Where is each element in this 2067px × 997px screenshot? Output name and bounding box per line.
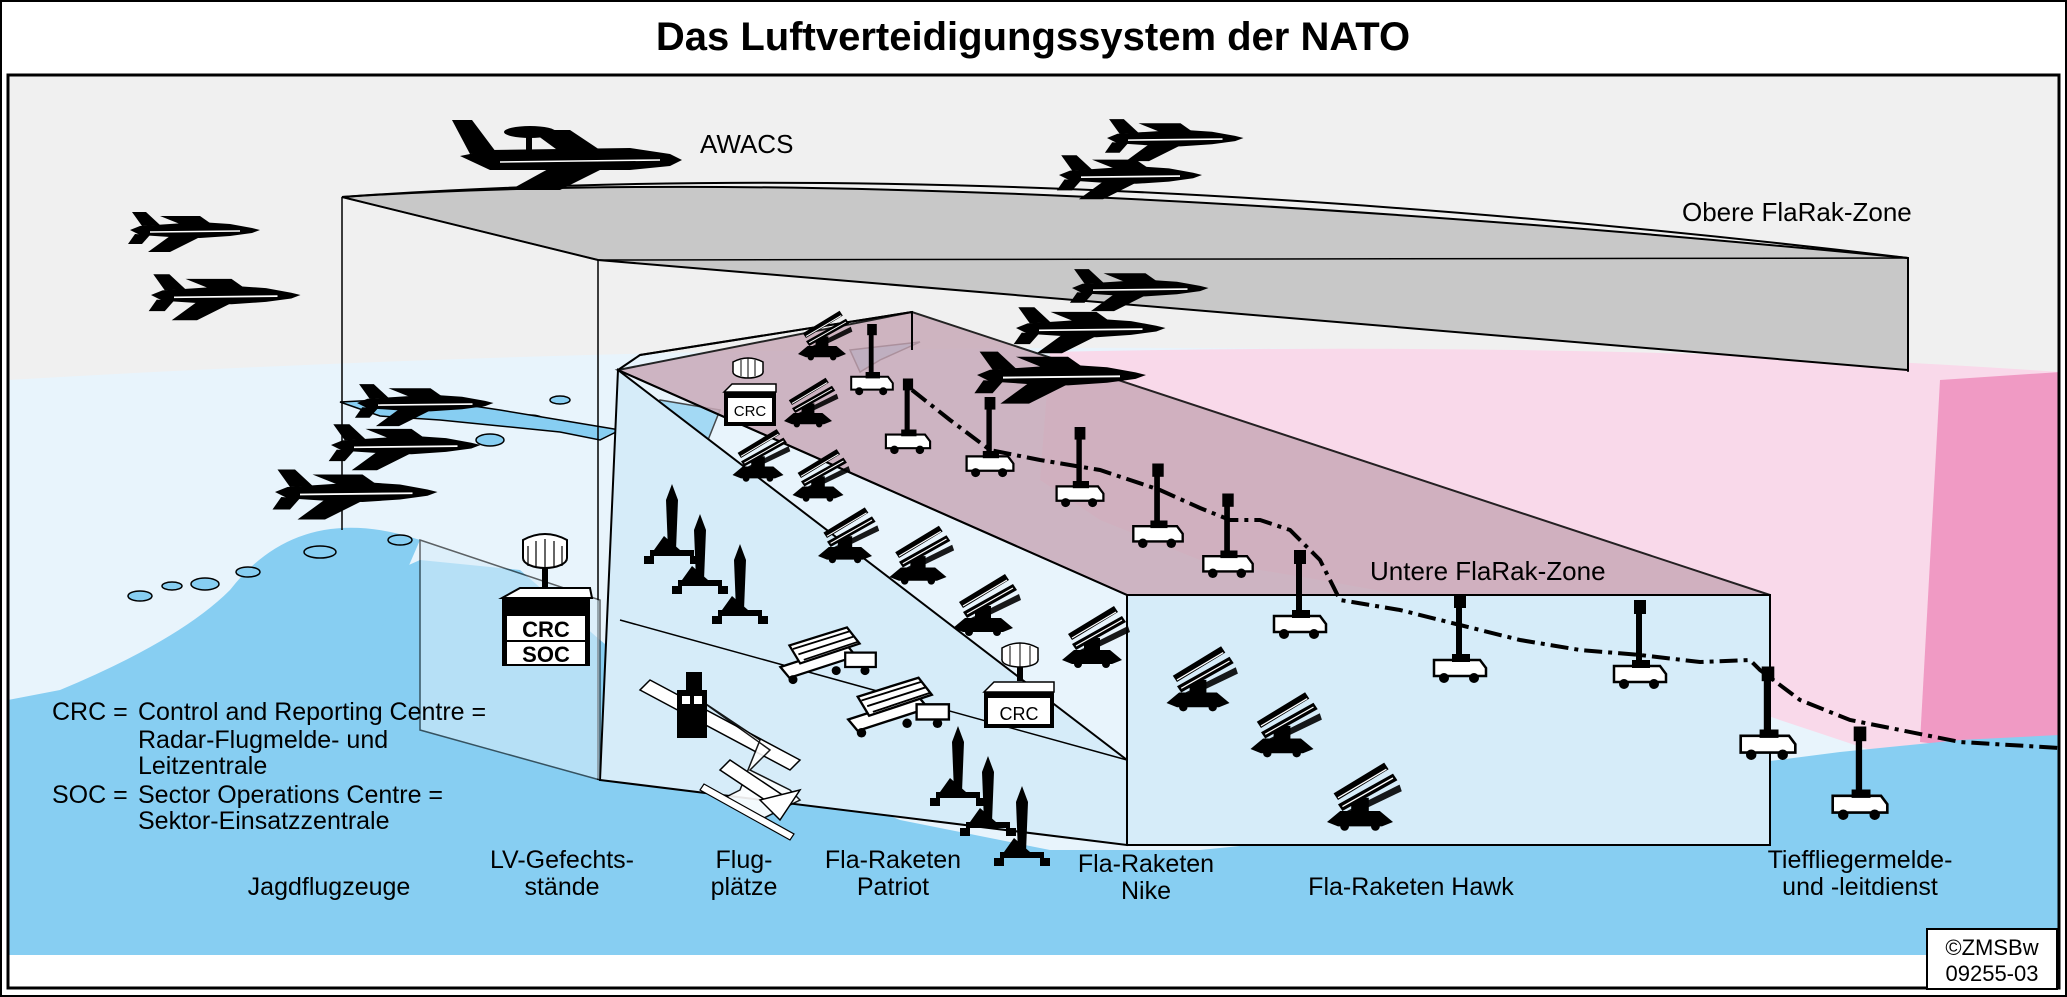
- awacs-label: AWACS: [700, 129, 793, 159]
- label-jagdflugzeuge: Jagdflugzeuge: [248, 873, 411, 901]
- label-patriot-2: Patriot: [857, 873, 929, 901]
- legend-soc-line1: Sector Operations Centre =: [138, 781, 443, 809]
- legend-soc-abbr: SOC =: [52, 781, 128, 809]
- label-hawk: Fla-Raketen Hawk: [1308, 873, 1514, 901]
- crc-small-label-bottom: CRC: [1000, 704, 1039, 724]
- east-territory-dark: [1920, 372, 2060, 760]
- copyright-line2: 09255-03: [1946, 961, 2039, 986]
- upper-zone-label: Obere FlaRak-Zone: [1682, 197, 1912, 227]
- crc-small-label-top: CRC: [734, 403, 767, 420]
- copyright-line1: ©ZMSBw: [1945, 935, 2038, 960]
- label-tief-2: und -leitdienst: [1782, 873, 1938, 901]
- label-tief-1: Tieffliegermelde-: [1768, 846, 1953, 874]
- label-patriot-1: Fla-Raketen: [825, 846, 961, 874]
- label-flug-2: plätze: [711, 873, 778, 901]
- legend-crc-line1: Control and Reporting Centre =: [138, 698, 486, 726]
- legend-crc-line3: Leitzentrale: [138, 752, 267, 780]
- soc-label: SOC: [522, 642, 570, 667]
- crc-label: CRC: [522, 617, 570, 642]
- lower-zone-label: Untere FlaRak-Zone: [1370, 556, 1606, 586]
- label-lv-2: stände: [524, 873, 599, 901]
- label-flug-1: Flug-: [716, 846, 773, 874]
- label-nike-1: Fla-Raketen: [1078, 850, 1214, 878]
- page-title: Das Luftverteidigungssystem der NATO: [656, 15, 1410, 59]
- legend-crc-abbr: CRC =: [52, 698, 128, 726]
- legend-soc-line2: Sektor-Einsatzzentrale: [138, 807, 390, 835]
- source-text: Quelle: Weißbuch 1985, Zur Lage und Entw…: [20, 952, 1548, 977]
- copyright-box: ©ZMSBw 09255-03: [1927, 929, 2057, 989]
- label-lv-1: LV-Gefechts-: [490, 846, 634, 874]
- legend-crc-line2: Radar-Flugmelde- und: [138, 726, 388, 754]
- label-nike-2: Nike: [1121, 877, 1171, 905]
